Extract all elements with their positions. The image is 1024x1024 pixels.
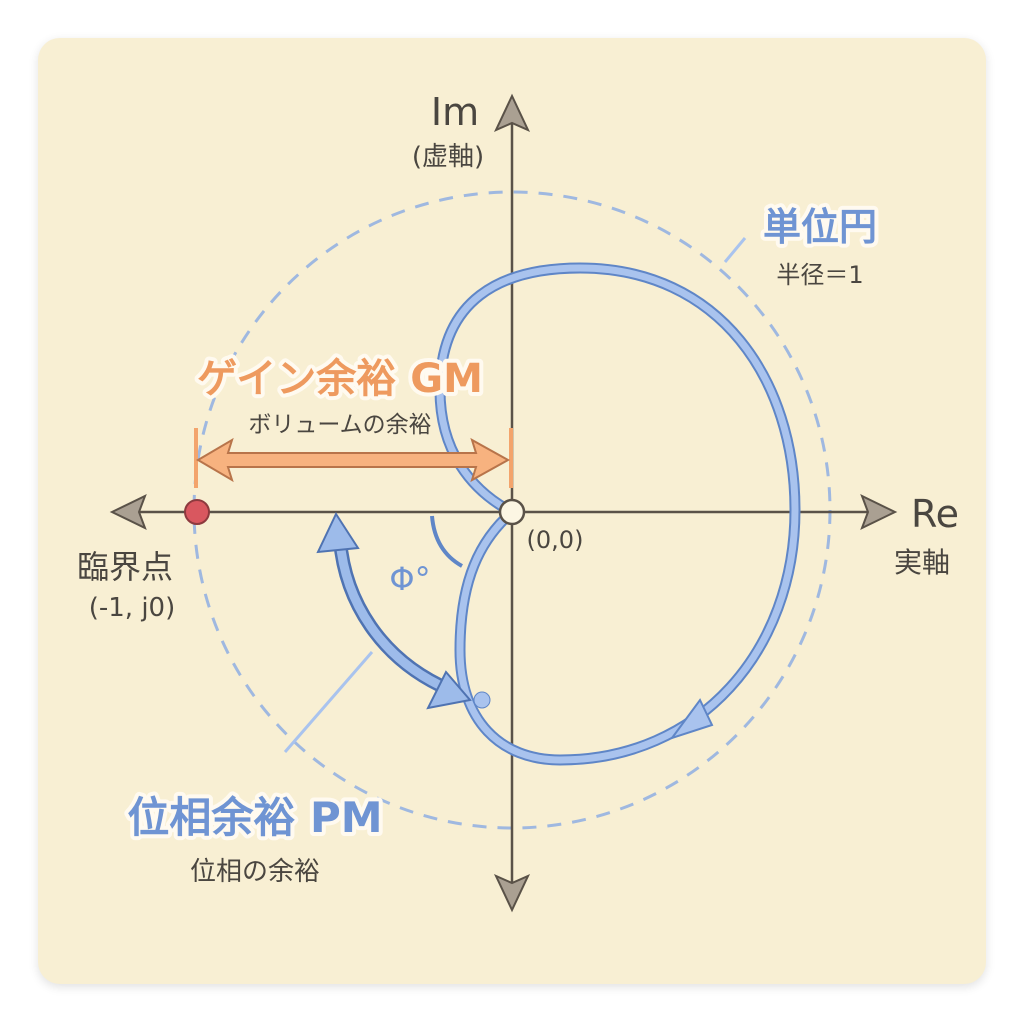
im-arrow-down-icon bbox=[493, 874, 531, 913]
pm-arrow-head-up-icon bbox=[316, 511, 360, 554]
phase-margin-sub: 位相の余裕 bbox=[190, 857, 320, 887]
phase-margin-title: 位相余裕 PM bbox=[127, 793, 382, 842]
unit-circle-leader-line bbox=[723, 237, 747, 263]
phase-angle-arc bbox=[430, 515, 464, 568]
im-sub-label: (虚軸) bbox=[412, 142, 484, 172]
im-arrow-up-icon bbox=[493, 93, 531, 132]
origin-marker bbox=[498, 498, 526, 526]
re-sub-label: 実軸 bbox=[894, 546, 950, 579]
re-arrow-right-icon bbox=[860, 494, 898, 530]
pm-arrow-head-down-icon bbox=[426, 670, 472, 710]
gain-margin-title: ゲイン余裕 GM bbox=[197, 356, 483, 402]
unit-circle-title: 単位円 bbox=[763, 205, 877, 249]
curve-direction-arrow-icon bbox=[669, 698, 714, 740]
unit-circle bbox=[192, 190, 832, 830]
im-label: Im bbox=[431, 90, 479, 134]
re-label: Re bbox=[911, 492, 959, 536]
gain-margin-arrow bbox=[196, 437, 511, 483]
pm-leader-line bbox=[283, 651, 374, 753]
pm-crossing-point bbox=[473, 691, 491, 709]
origin-label: (0,0) bbox=[527, 526, 584, 554]
critical-point-marker bbox=[184, 499, 210, 525]
unit-circle-sub: 半径＝1 bbox=[776, 261, 863, 289]
phase-angle-label: Φ° bbox=[389, 560, 430, 598]
critical-point-coords: (-1, j0) bbox=[89, 593, 176, 623]
gain-margin-sub: ボリュームの余裕 bbox=[248, 412, 431, 438]
critical-point-title: 臨界点 bbox=[77, 548, 173, 586]
re-arrow-left-icon bbox=[109, 494, 147, 530]
